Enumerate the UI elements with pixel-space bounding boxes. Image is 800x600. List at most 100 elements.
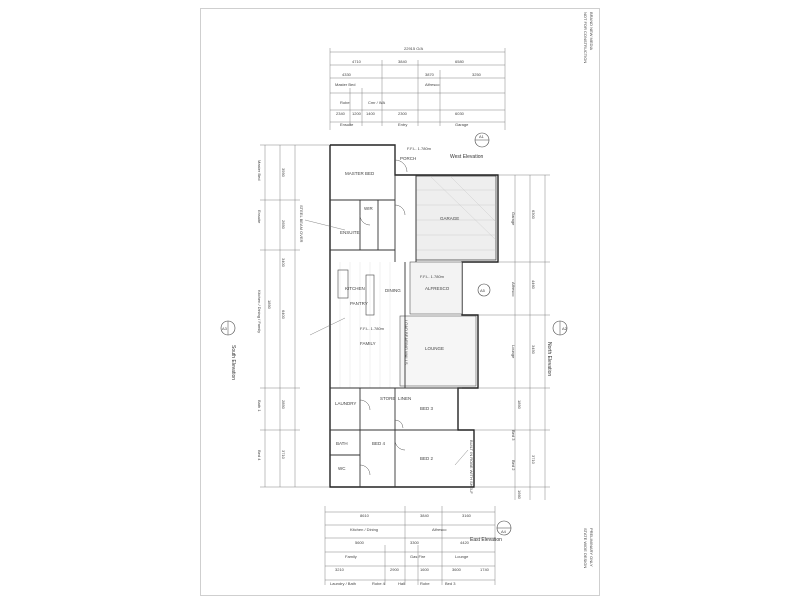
svg-text:A4: A4 xyxy=(501,529,507,534)
bottom-dimensions xyxy=(324,506,496,585)
room-store: STORE xyxy=(380,396,395,401)
internal-walls xyxy=(330,145,462,487)
dim-right-6: 1660 xyxy=(517,490,522,500)
dim-bottom-7: 3210 xyxy=(335,567,345,572)
dim-top-6: 3250 xyxy=(472,72,482,77)
svg-text:A3: A3 xyxy=(222,326,228,331)
dim-right-2: 4460 xyxy=(531,280,536,290)
dim-top-9: 1400 xyxy=(366,111,376,116)
label-left-master-bed: Master Bed xyxy=(257,160,262,180)
label-east-elevation: East Elevation xyxy=(470,537,502,543)
dim-bottom-1: 8610 xyxy=(360,513,370,518)
label-right-bed3: Bed 3 xyxy=(511,430,516,441)
note-ffl-1: F.F.L. 1.780m xyxy=(407,146,432,151)
door-swings xyxy=(359,159,408,476)
label-right-alfresco: Alfresco xyxy=(511,282,516,297)
dim-left-7: 3710 xyxy=(281,450,286,460)
dim-left-5: 6400 xyxy=(281,310,286,320)
right-dimensions xyxy=(474,174,550,500)
elevation-marker-a2: A2 xyxy=(552,320,568,336)
label-right-bed2: Bed 2 xyxy=(511,460,516,471)
elevation-marker-a4: A4 xyxy=(496,520,512,536)
label-bottom-alfresco: Alfresco xyxy=(432,527,447,532)
label-bottom-robe4: Robe 4 xyxy=(372,581,386,586)
kitchen-island xyxy=(365,274,375,316)
dim-left-6: 2850 xyxy=(281,400,286,410)
dim-left-3: 3400 xyxy=(281,258,286,268)
dim-right-4: 3710 xyxy=(531,455,536,465)
label-bottom-kitchen: Kitchen / Dining xyxy=(350,527,378,532)
kitchen-bench xyxy=(337,269,349,299)
room-pantry: PANTRY xyxy=(350,301,368,306)
label-left-ensuite: Ensuite xyxy=(257,210,262,224)
dim-top-2: 3840 xyxy=(398,59,408,64)
room-laundry: LAUNDRY xyxy=(335,401,356,406)
dim-left-2: 2650 xyxy=(281,220,286,230)
label-left-kitchen: Kitchen / Dining / Family xyxy=(257,290,262,333)
label-top-alfresco: Alfresco xyxy=(425,82,440,87)
dim-right-5: 1890 xyxy=(517,400,522,410)
dim-bottom-2: 3840 xyxy=(420,513,430,518)
dim-right-1: 6300 xyxy=(531,210,536,220)
room-linen: LINEN xyxy=(398,396,411,401)
room-kitchen: KITCHEN xyxy=(345,286,365,291)
label-bottom-lounge: Lounge xyxy=(455,554,469,559)
dim-top-8: 1200 xyxy=(352,111,362,116)
label-west-elevation: West Elevation xyxy=(450,154,483,160)
label-bottom-gas-fire: Gas Fire xyxy=(410,554,426,559)
room-alfresco: ALFRESCO xyxy=(425,286,450,291)
left-dimensions xyxy=(260,144,330,488)
section-marker-a5: A5 xyxy=(477,283,491,297)
dim-left-4: 1890 xyxy=(267,300,272,310)
room-bed3: BED 3 xyxy=(420,406,434,411)
dim-top-11: 6030 xyxy=(455,111,465,116)
svg-text:A2: A2 xyxy=(562,326,568,331)
svg-text:A1: A1 xyxy=(479,134,485,139)
room-wir: WIR xyxy=(364,206,373,211)
label-left-bath: Bath 1 xyxy=(257,400,262,412)
room-bed4: BED 4 xyxy=(372,441,386,446)
elevation-marker-a1: A1 xyxy=(474,132,490,148)
room-ensuite: ENSUITE xyxy=(340,230,360,235)
dim-top-4: 4330 xyxy=(342,72,352,77)
label-top-cmr: Cmr / WA xyxy=(368,100,386,105)
label-bottom-laundry: Laundry / Bath xyxy=(330,581,356,586)
room-lounge: LOUNGE xyxy=(425,346,444,351)
dim-overall: 22915 O/A xyxy=(404,46,423,51)
label-north-elevation: North Elevation xyxy=(546,342,552,376)
room-garage: GARAGE xyxy=(440,216,459,221)
label-right-garage: Garage xyxy=(511,212,516,226)
dim-left-1: 3990 xyxy=(281,168,286,178)
dim-bottom-3: 3160 xyxy=(462,513,472,518)
dim-top-5: 3870 xyxy=(425,72,435,77)
label-top-ensuite: Ensuite xyxy=(340,122,354,127)
dim-top-10: 2300 xyxy=(398,111,408,116)
room-family: FAMILY xyxy=(360,341,376,346)
label-left-bed4: Bed 4 xyxy=(257,450,262,461)
dim-bottom-8: 2900 xyxy=(390,567,400,572)
alfresco-slab xyxy=(399,261,477,387)
dim-right-3: 3450 xyxy=(531,345,536,355)
note-ffl-2: F.F.L. 1.780m xyxy=(360,326,385,331)
note-ffl-3: F.F.L. 1.780m xyxy=(420,274,445,279)
label-bottom-bed3: Bed 3 xyxy=(445,581,456,586)
label-bottom-hall: Hall xyxy=(398,581,405,586)
drawing-sheet-border xyxy=(200,8,600,596)
label-top-entry: Entry xyxy=(398,122,407,127)
dim-bottom-10: 3600 xyxy=(452,567,462,572)
room-master-bed: MASTER BED xyxy=(345,171,375,176)
elevation-marker-a3: A3 xyxy=(220,320,236,336)
room-wc: WC xyxy=(338,466,346,471)
dim-bottom-4: 5600 xyxy=(355,540,365,545)
dim-bottom-6: 4420 xyxy=(460,540,470,545)
label-south-elevation: South Elevation xyxy=(230,345,236,380)
label-bottom-robe: Robe xyxy=(420,581,430,586)
dim-top-3: 6580 xyxy=(455,59,465,64)
note-leaders xyxy=(304,219,469,466)
top-dimensions xyxy=(329,48,506,130)
svg-text:A5: A5 xyxy=(480,288,486,293)
room-bed2: BED 2 xyxy=(420,456,434,461)
label-top-robe: Robe xyxy=(340,100,350,105)
label-bottom-family: Family xyxy=(345,554,357,559)
